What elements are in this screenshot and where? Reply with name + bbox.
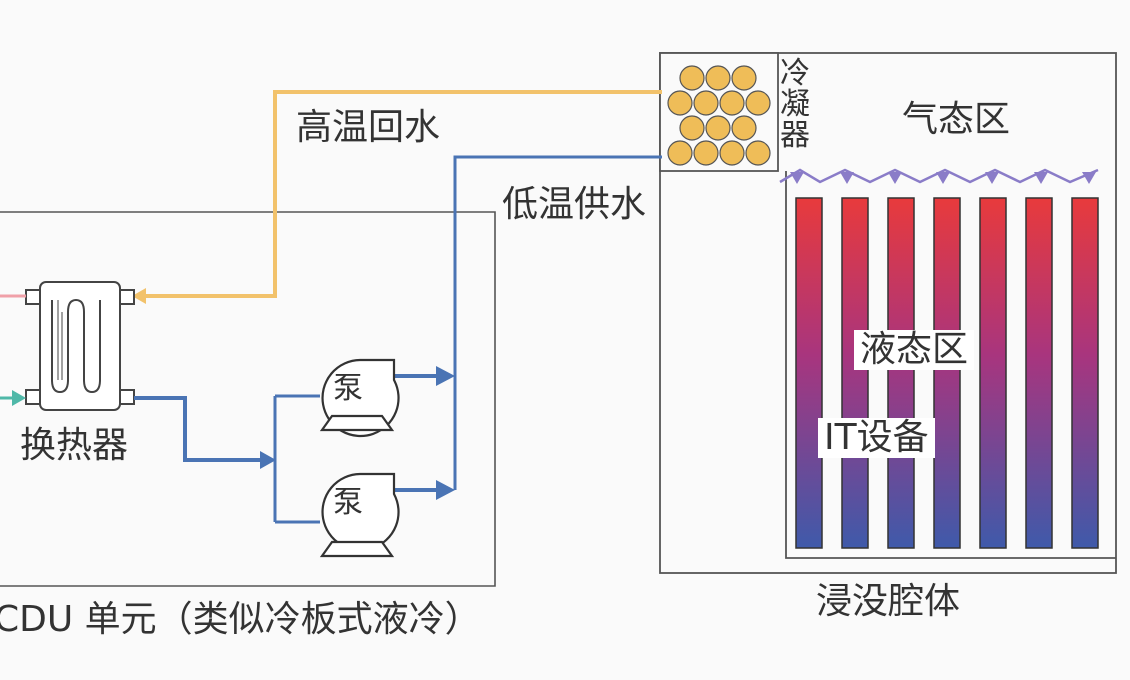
immersion-chamber-box [659, 52, 1117, 574]
gas-zone-markers [790, 172, 1096, 184]
liquid-zone-label: 液态区 [854, 330, 975, 370]
it-equipment-bar [887, 197, 915, 549]
condenser-tubes [667, 65, 771, 166]
pump-1-label: 泵 [333, 371, 363, 406]
it-equipment-bar [979, 197, 1007, 549]
it-equipment-bar [841, 197, 869, 549]
low-temp-supply-line [453, 155, 662, 490]
it-equipment-bar [933, 197, 961, 549]
condenser-tube [679, 115, 705, 141]
chamber-inner-wall [785, 171, 1116, 559]
high-temp-return-label: 高温回水 [296, 107, 441, 148]
gas-marker [1082, 172, 1096, 184]
pump-2-icon [319, 472, 400, 558]
cdu-unit-label: CDU 单元（类似冷板式液冷） [0, 599, 481, 640]
condenser-tube [745, 90, 771, 116]
gas-marker [790, 172, 804, 184]
condenser-tube [745, 140, 771, 166]
pump-1-icon [319, 358, 400, 438]
condenser-tube [693, 140, 719, 166]
return-arrowhead [132, 288, 146, 304]
gas-marker [840, 172, 854, 184]
heat-exchanger [25, 281, 135, 411]
it-equipment-label: IT设备 [818, 418, 935, 458]
pump-manifold-line [273, 394, 320, 524]
condenser-tube [679, 65, 705, 91]
it-equipment-bar [795, 197, 823, 549]
pump-1-outlet-arrowhead [436, 366, 455, 386]
condenser-tube [705, 115, 731, 141]
condenser-tube [731, 65, 757, 91]
pump-2-outlet-arrowhead [436, 480, 455, 500]
gas-marker [936, 172, 950, 184]
cdu-unit-box [0, 211, 496, 587]
it-equipment-bar [1025, 197, 1053, 549]
it-equipment-bar [1071, 197, 1099, 549]
pump-2-label: 泵 [333, 485, 363, 520]
condenser-tube [719, 140, 745, 166]
exchanger-to-pumps-arrowhead [260, 451, 276, 469]
condenser-tube [731, 115, 757, 141]
condenser-tube [667, 90, 693, 116]
condenser-tube [693, 90, 719, 116]
condenser-tube [719, 90, 745, 116]
gas-marker [985, 172, 999, 184]
heat-exchanger-label: 换热器 [20, 425, 129, 466]
exchanger-to-pumps-line [134, 396, 262, 462]
teal-arrowhead [12, 390, 26, 406]
condenser-label: 冷凝器 [780, 56, 810, 153]
condenser-tube [705, 65, 731, 91]
gas-marker [1034, 172, 1048, 184]
high-temp-return-line [142, 90, 662, 298]
immersion-chamber-label: 浸没腔体 [816, 581, 961, 622]
condenser-tube [667, 140, 693, 166]
gas-zone-label: 气态区 [902, 99, 1011, 140]
gas-marker [888, 172, 902, 184]
it-equipment-bars [795, 197, 1099, 549]
low-temp-supply-label: 低温供水 [502, 184, 647, 225]
